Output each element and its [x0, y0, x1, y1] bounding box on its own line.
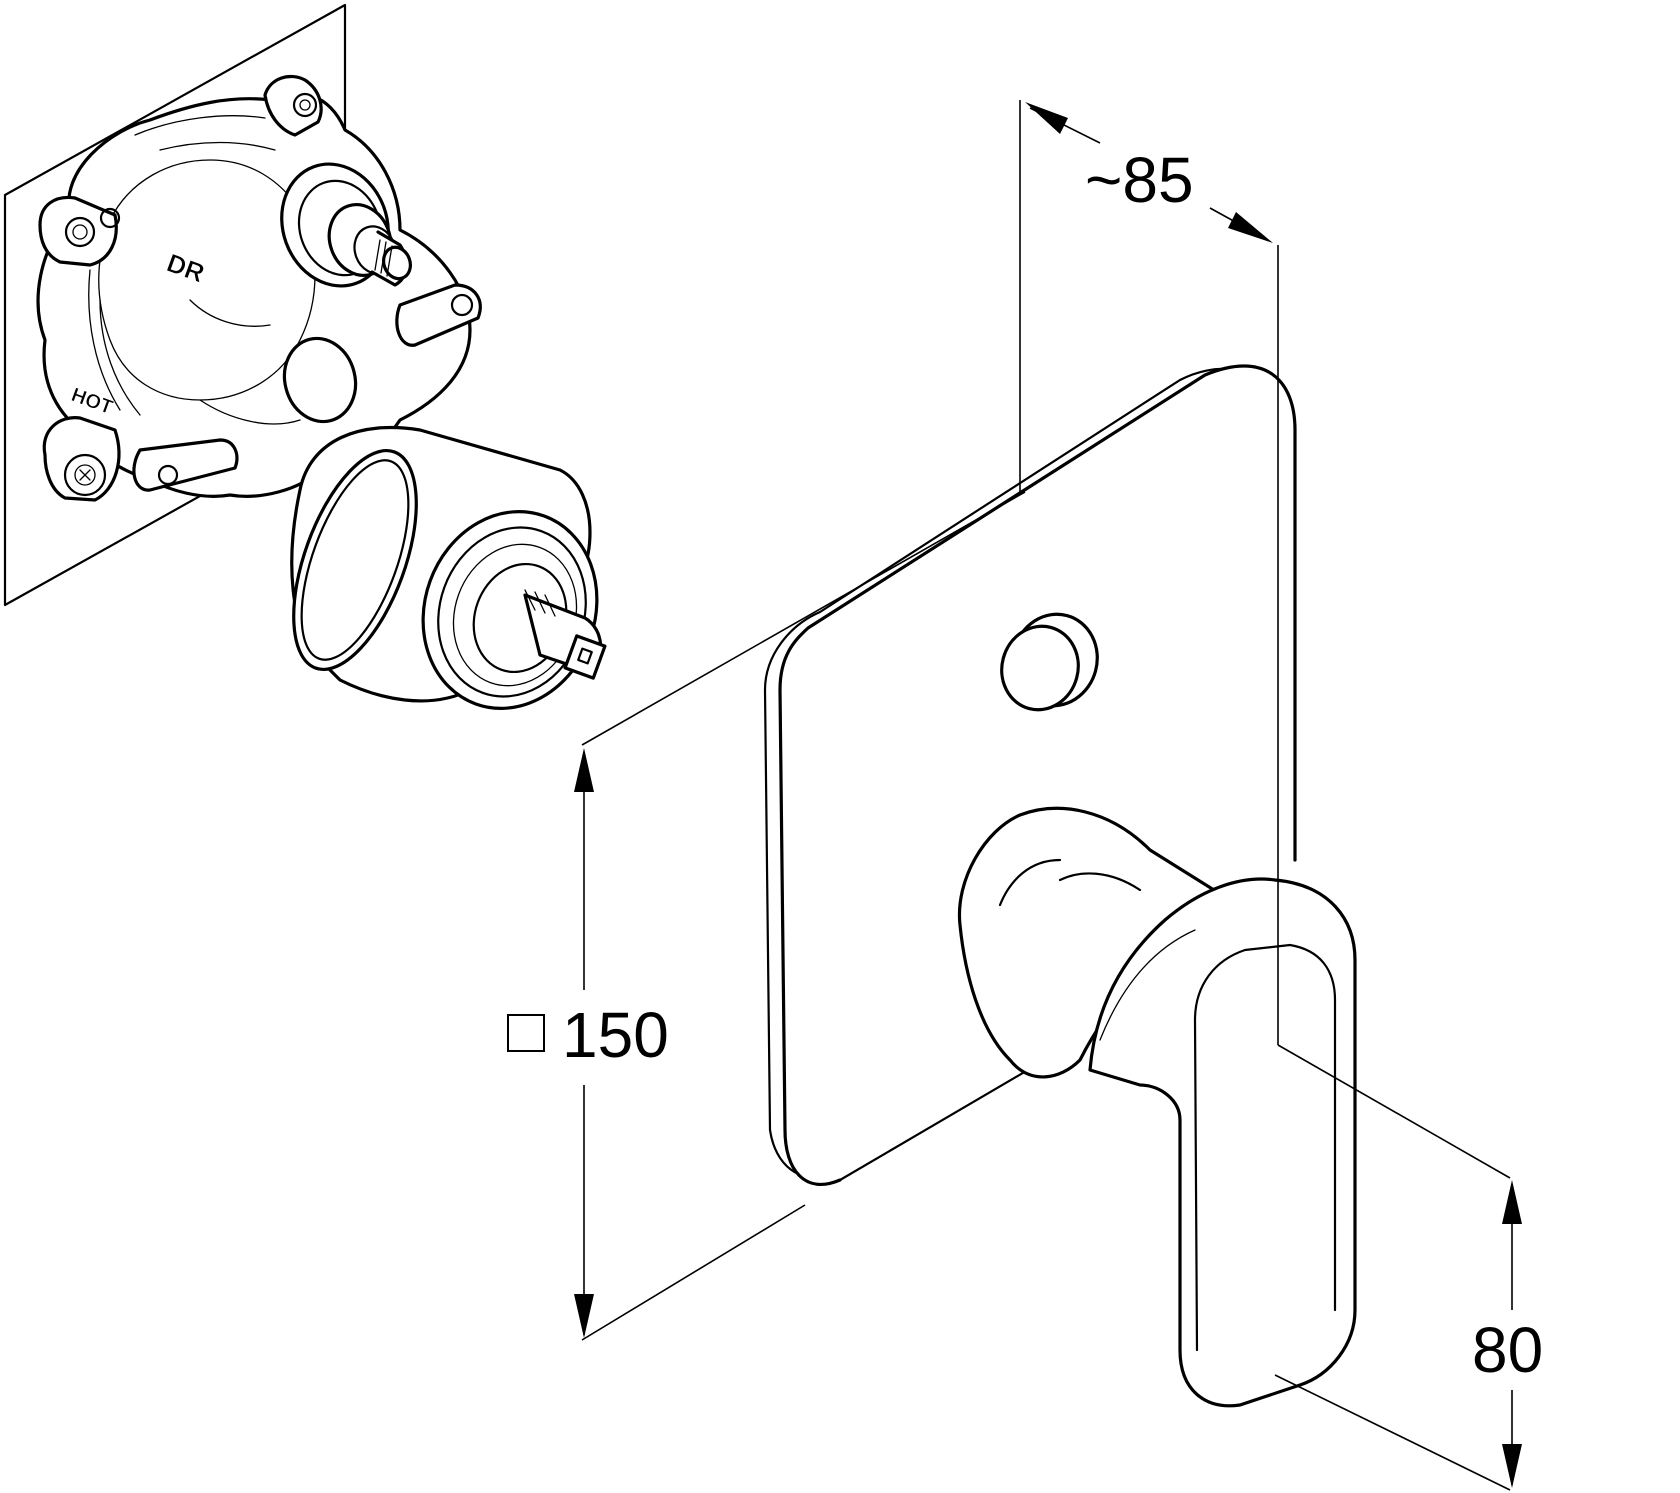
dimension-plate-size: 150: [507, 491, 1026, 1341]
dimension-depth-label: ~85: [1085, 144, 1194, 216]
housing-opening: [282, 336, 358, 424]
dimension-arrow: [1228, 212, 1273, 243]
dimension-depth: ~85: [1019, 100, 1279, 1045]
dimension-handle-height-label: 80: [1472, 1314, 1543, 1386]
diverter-outlet: [280, 162, 412, 288]
dimension-handle-height: 80: [1274, 1044, 1543, 1491]
trim-plate: [778, 364, 1297, 1186]
mounting-screw: [74, 464, 96, 486]
dimension-arrow: [1025, 102, 1068, 134]
side-pin: [395, 283, 482, 347]
mounting-screw: [64, 216, 96, 248]
mounting-screw: [299, 99, 311, 111]
mounting-lug: [42, 416, 121, 502]
housing-contour: [88, 115, 301, 425]
trim-assembly: [763, 364, 1357, 1408]
mounting-screw: [63, 453, 107, 497]
square-symbol: [507, 1014, 545, 1052]
rough-in-valve-body: DR HOT: [3, 3, 607, 710]
dimension-arrow: [574, 1294, 594, 1338]
trim-plate-face: [838, 1058, 1047, 1182]
dimension-arrow: [574, 748, 594, 792]
mixer-handle: [957, 806, 1357, 1408]
side-pin-end: [157, 464, 179, 486]
mounting-screw: [99, 207, 121, 229]
cartridge: [290, 425, 607, 710]
diverter-button: [1000, 612, 1099, 712]
dimension-plate-size-label: 150: [562, 999, 669, 1071]
mounting-screw: [292, 92, 318, 118]
side-pin-end: [450, 293, 474, 317]
mounting-lug: [38, 195, 118, 267]
dimension-arrow: [1502, 1180, 1522, 1224]
dimension-arrow: [1502, 1444, 1522, 1488]
mounting-screw: [72, 224, 88, 240]
housing-contour: [98, 159, 316, 401]
